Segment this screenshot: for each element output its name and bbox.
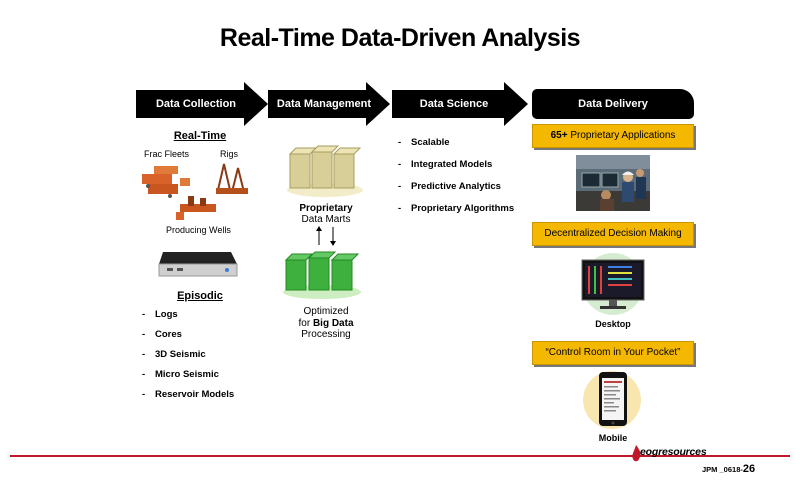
bidirectional-arrows-icon — [316, 226, 336, 246]
control-room-photo — [576, 155, 650, 211]
desktop-label: Desktop — [595, 319, 631, 329]
science-item: -Scalable — [398, 137, 450, 148]
mobile-label: Mobile — [598, 433, 628, 443]
episodic-item: -Cores — [142, 329, 182, 340]
slide-code: JPM _0618-26 — [702, 463, 755, 475]
producing-wells-icon — [176, 196, 216, 220]
flame-icon — [632, 445, 641, 462]
header-label: Data Management — [276, 98, 372, 110]
rig-icon — [216, 163, 248, 194]
arrow-shape — [268, 82, 390, 126]
header-data-management: Data Management — [268, 82, 390, 126]
page-title: Real-Time Data-Driven Analysis — [219, 24, 581, 52]
big-data-server-icon — [283, 251, 361, 299]
arrow-shape — [136, 82, 268, 126]
episodic-item: -3D Seismic — [142, 349, 206, 360]
slide-code-text: JPM _0618- — [702, 465, 743, 474]
episodic-heading: Episodic — [177, 290, 223, 302]
arrow-shape — [392, 82, 528, 126]
frac-fleet-icon — [142, 166, 190, 198]
header-label: Data Collection — [155, 98, 237, 110]
episodic-item: -Reservoir Models — [142, 389, 235, 400]
company-logo: eogresources — [628, 444, 728, 464]
rigs-label: Rigs — [220, 149, 239, 159]
data-marts-label: Proprietary Data Marts — [299, 203, 353, 225]
header-data-collection: Data Collection — [136, 82, 268, 126]
header-data-science: Data Science — [392, 82, 528, 126]
header-data-delivery: Data Delivery — [532, 89, 694, 119]
decision-making-box: Decentralized Decision Making — [532, 222, 694, 246]
header-label: Data Science — [419, 98, 489, 110]
control-room-box: “Control Room in Your Pocket” — [532, 341, 694, 365]
science-item: -Proprietary Algorithms — [398, 203, 515, 214]
big-data-label: Optimized for Big Data Processing — [298, 306, 354, 340]
frac-fleets-label: Frac Fleets — [144, 149, 190, 159]
science-item: -Integrated Models — [398, 159, 493, 170]
page-number: 26 — [742, 463, 756, 475]
data-marts-server-icon — [287, 145, 363, 197]
realtime-heading: Real-Time — [173, 130, 227, 142]
desktop-icon — [581, 253, 645, 315]
mobile-phone-icon — [583, 371, 641, 429]
science-item: -Predictive Analytics — [398, 181, 501, 192]
producing-wells-label: Producing Wells — [166, 225, 231, 235]
applications-box: 65+ Proprietary Applications — [532, 124, 694, 148]
edge-device-icon — [158, 252, 238, 277]
episodic-item: -Micro Seismic — [142, 369, 219, 380]
logo-text: eogresources — [640, 446, 707, 458]
episodic-item: -Logs — [142, 309, 178, 320]
footer-divider — [10, 455, 790, 457]
equipment-illustration — [142, 163, 248, 220]
